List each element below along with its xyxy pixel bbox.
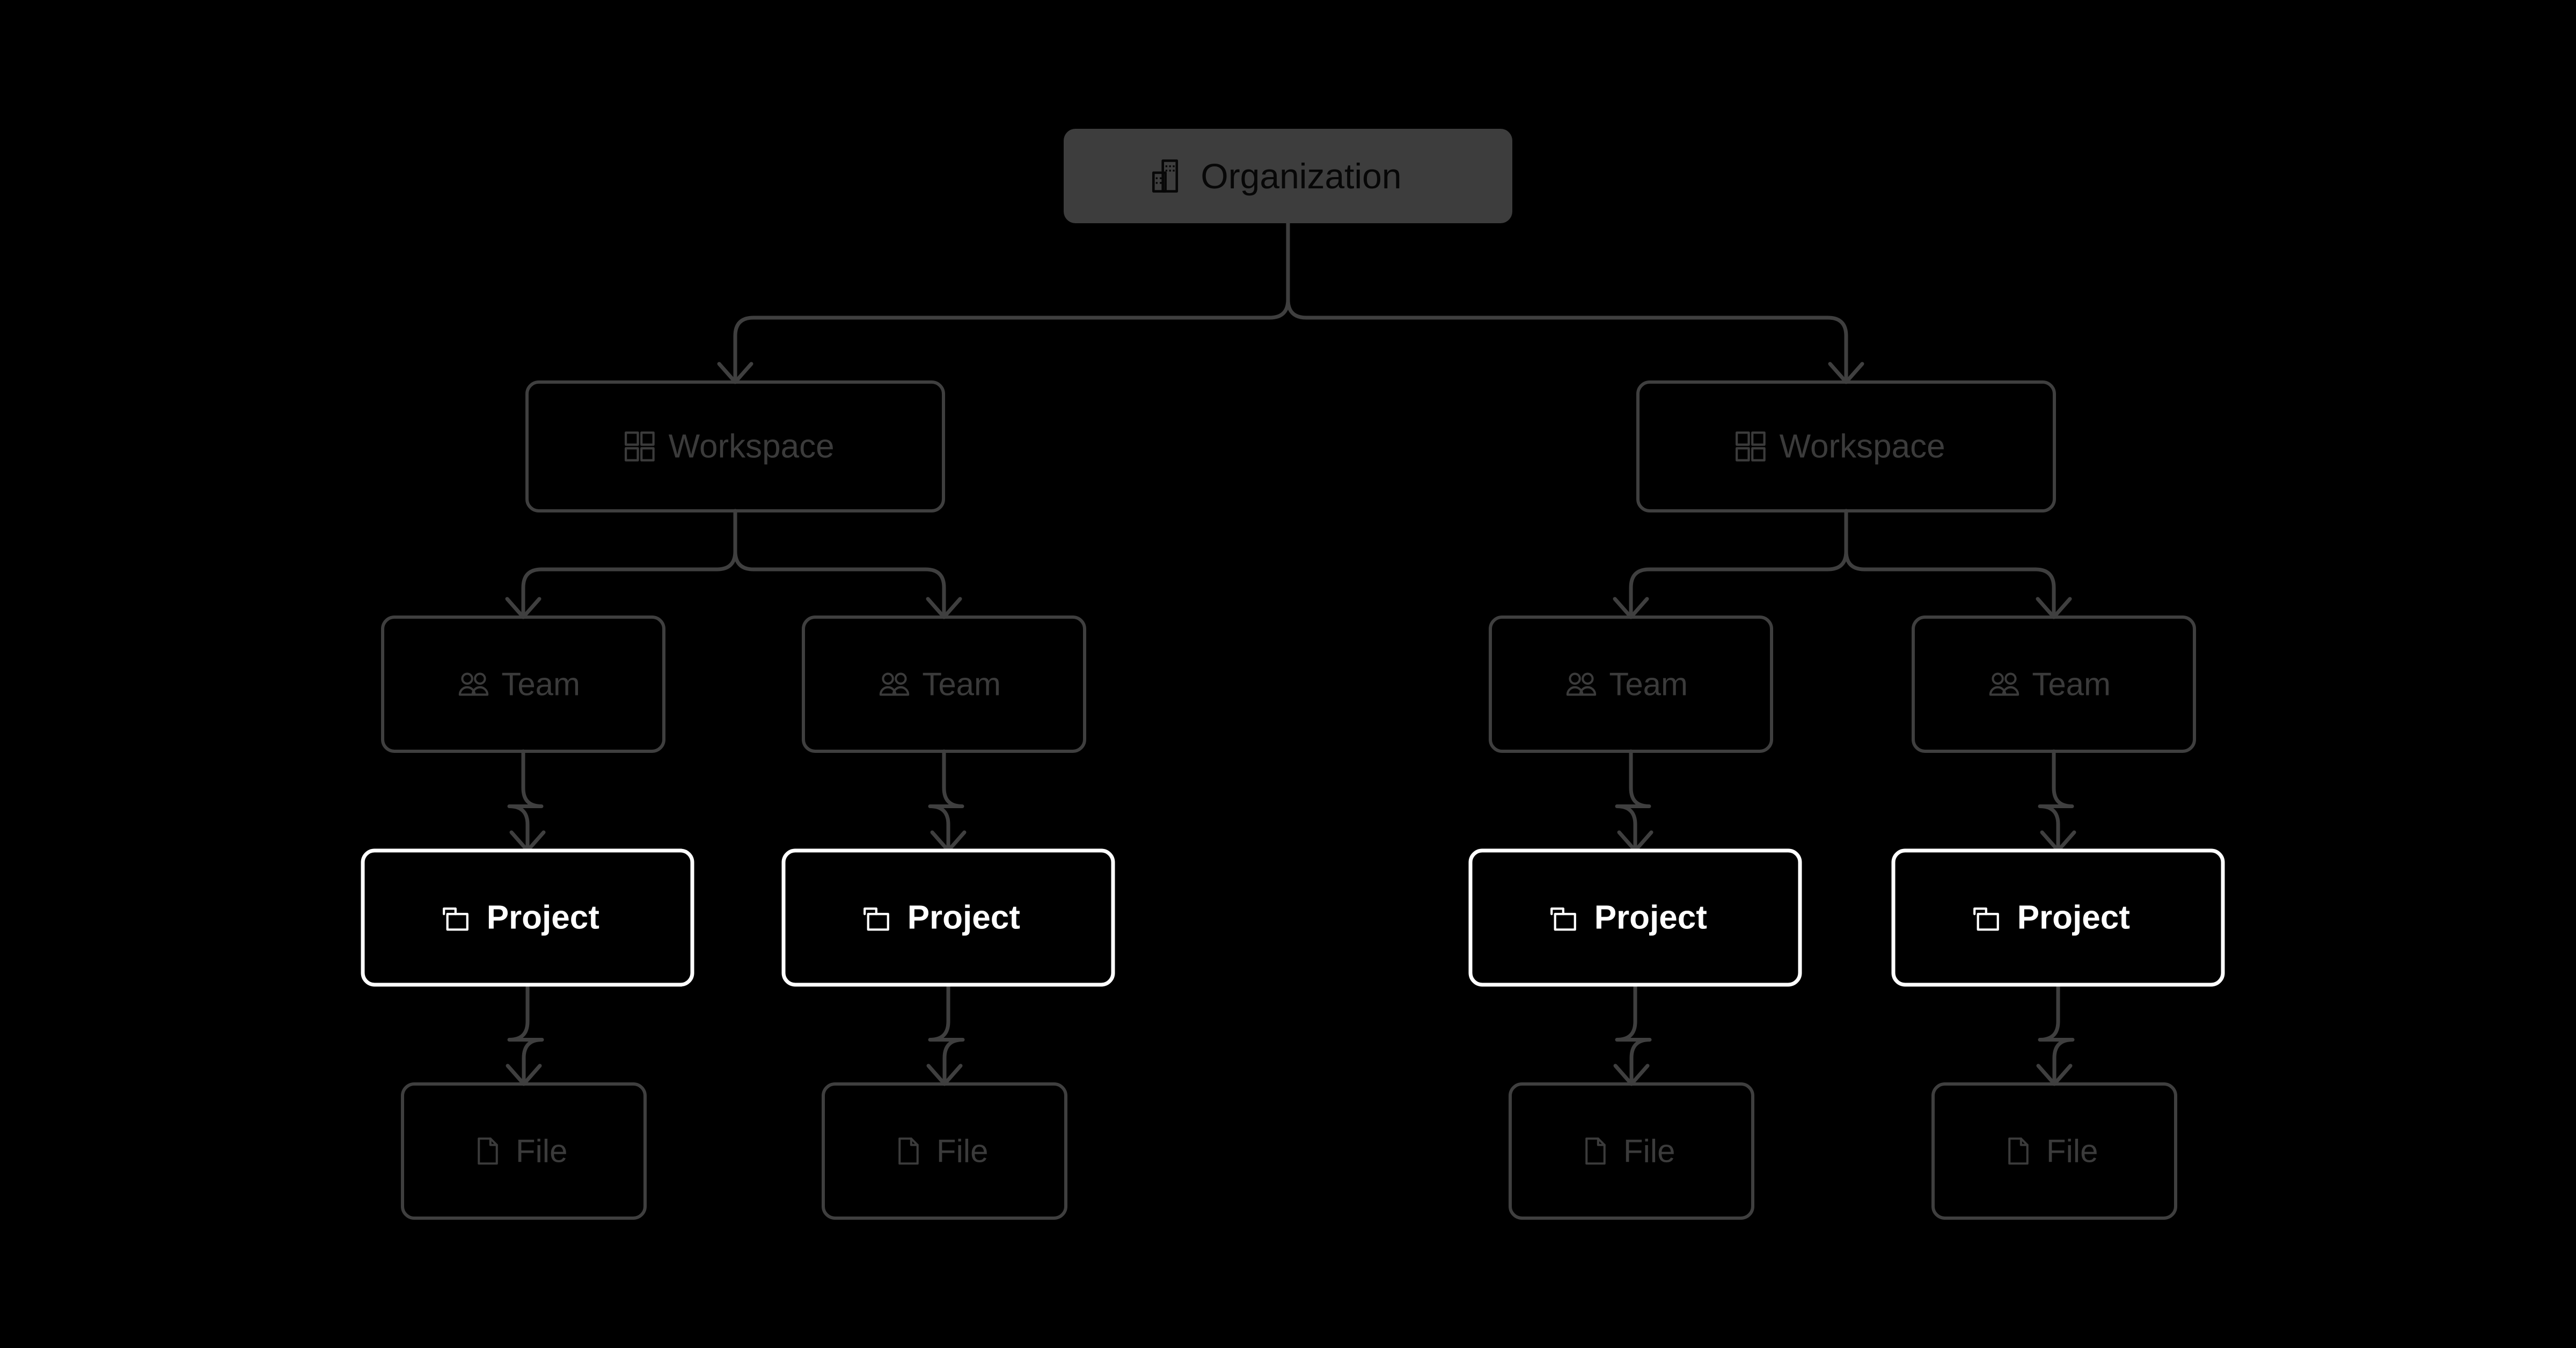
users-icon [458,672,489,696]
edge-path [521,509,737,619]
node-label: Project [908,899,1020,936]
edge-path [2038,983,2075,1086]
edge-project1-file1 [506,983,544,1086]
node-box[interactable] [525,380,945,512]
document-icon [2008,1137,2029,1165]
node-box[interactable] [1891,848,2225,987]
edge-path [733,221,1290,384]
node-label: Workspace [1780,428,1945,465]
edge-path [928,749,964,853]
node-label: File [936,1133,989,1169]
node-box[interactable] [1912,616,2196,753]
node-label: File [516,1133,568,1169]
node-label: Team [2032,666,2111,702]
edge-path [928,983,965,1086]
node-file-1[interactable]: File [401,1082,647,1220]
node-team-3[interactable]: Team [1489,616,1773,753]
node-box[interactable] [822,1082,1067,1220]
node-file-2[interactable]: File [822,1082,1067,1220]
edge-path [2038,749,2074,853]
node-box[interactable] [802,616,1086,753]
node-label: Team [922,666,1001,702]
node-project-1[interactable]: Project [361,848,694,987]
folder-icon [863,907,889,931]
edge-team2-project2 [928,749,967,853]
users-icon [879,672,910,696]
edge-ws1-team1 [505,509,737,619]
node-box[interactable] [1064,129,1512,223]
edge-ws2-team3 [1613,509,1848,619]
folder-icon [1550,907,1576,931]
users-icon [1566,672,1597,696]
node-label: Project [2017,899,2130,936]
node-label: File [2046,1133,2098,1169]
building-icon [1152,159,1179,193]
edge-ws2-team4 [1844,509,2072,619]
node-ws-2[interactable]: Workspace [1636,380,2056,512]
node-box[interactable] [1636,380,2056,512]
edge-team3-project3 [1615,749,1653,853]
edge-ws1-team2 [733,509,962,619]
node-project-2[interactable]: Project [781,848,1115,987]
node-label: Workspace [669,428,835,465]
node-box[interactable] [1468,848,1802,987]
document-icon [898,1137,919,1165]
grid-icon [1736,431,1766,461]
node-box[interactable] [1489,616,1773,753]
node-project-4[interactable]: Project [1891,848,2225,987]
edge-path [507,749,544,853]
edge-path [507,983,544,1086]
edge-path [1286,221,1848,384]
node-box[interactable] [1509,1082,1754,1220]
folder-icon [1973,907,1999,931]
node-box[interactable] [401,1082,647,1220]
document-icon [1585,1137,1606,1165]
node-label: File [1623,1133,1675,1169]
folder-icon [443,907,469,931]
edge-path [1629,509,1848,619]
edges-layer [505,221,2076,1086]
node-label: Project [487,899,599,936]
edge-path [1615,749,1651,853]
node-box[interactable] [1931,1082,2177,1220]
users-icon [1989,672,2019,696]
document-icon [478,1137,498,1165]
edge-project2-file2 [926,983,965,1086]
node-box[interactable] [781,848,1115,987]
node-label: Project [1594,899,1707,936]
edge-path [1615,983,1652,1086]
edge-project3-file3 [1613,983,1652,1086]
node-team-1[interactable]: Team [381,616,665,753]
edge-org-ws1 [717,221,1290,384]
edge-team1-project1 [507,749,546,853]
edge-path [733,509,946,619]
node-file-4[interactable]: File [1931,1082,2177,1220]
node-team-4[interactable]: Team [1912,616,2196,753]
grid-icon [625,431,655,461]
edge-org-ws2 [1286,221,1864,384]
node-org[interactable]: Organization [1064,129,1512,223]
edge-project4-file4 [2036,983,2075,1086]
node-ws-1[interactable]: Workspace [525,380,945,512]
node-box[interactable] [381,616,665,753]
node-project-3[interactable]: Project [1468,848,1802,987]
node-label: Organization [1201,156,1401,196]
node-label: Team [501,666,580,702]
edge-team4-project4 [2038,749,2076,853]
node-box[interactable] [361,848,694,987]
edge-path [1844,509,2056,619]
node-team-2[interactable]: Team [802,616,1086,753]
node-file-3[interactable]: File [1509,1082,1754,1220]
node-label: Team [1609,666,1688,702]
